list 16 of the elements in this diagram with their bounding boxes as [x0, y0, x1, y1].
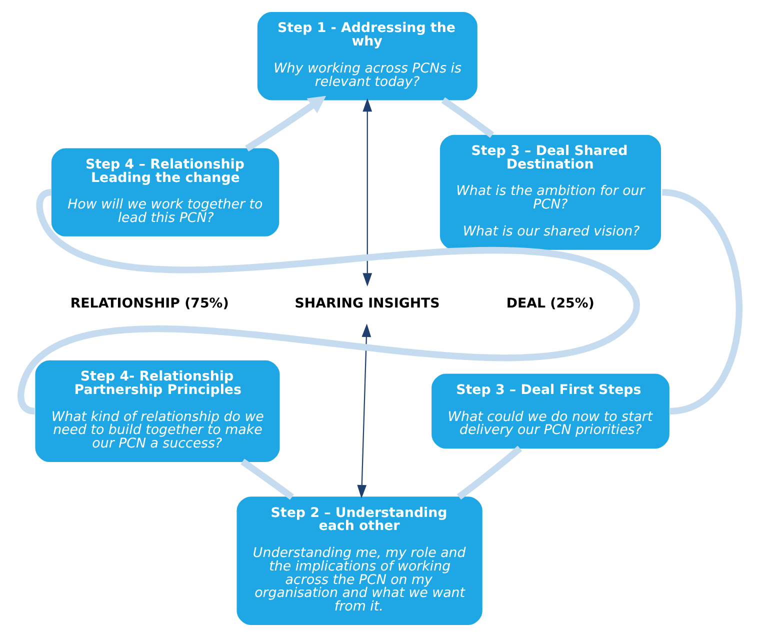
node-box: Step 2 – Understanding each other Understanding me, my role and the implications of working across the PCN on my organisation and what we want from it.: [236, 496, 482, 625]
node-box: Step 3 – Deal First Steps What could we do now to start delivery our PCN priorities?: [431, 374, 669, 449]
arrow: [362, 98, 372, 287]
arrow: [244, 96, 326, 152]
node-box: Step 1 - Addressing the why Why working across PCNs is relevant today?: [256, 12, 477, 100]
node-box: Step 3 – Deal Shared Destination What is the ambition for our PCN? What is our shared vision?: [439, 134, 661, 250]
label: RELATIONSHIP (75%): [70, 296, 228, 312]
node-text: SHARING INSIGHTS: [294, 296, 440, 312]
arrow: [356, 324, 371, 498]
label: DEAL (25%): [506, 296, 594, 312]
connector: [661, 189, 742, 414]
connector: [456, 446, 522, 500]
connector: [440, 97, 494, 138]
node-box: Step 4- Relationship Partnership Principles What kind of relationship do we need to build together to make our PCN a success?: [34, 360, 280, 462]
connector: [240, 458, 294, 500]
node-box: Step 4 – Relationship Leading the change How will we work together to lead this PCN?: [50, 148, 279, 236]
